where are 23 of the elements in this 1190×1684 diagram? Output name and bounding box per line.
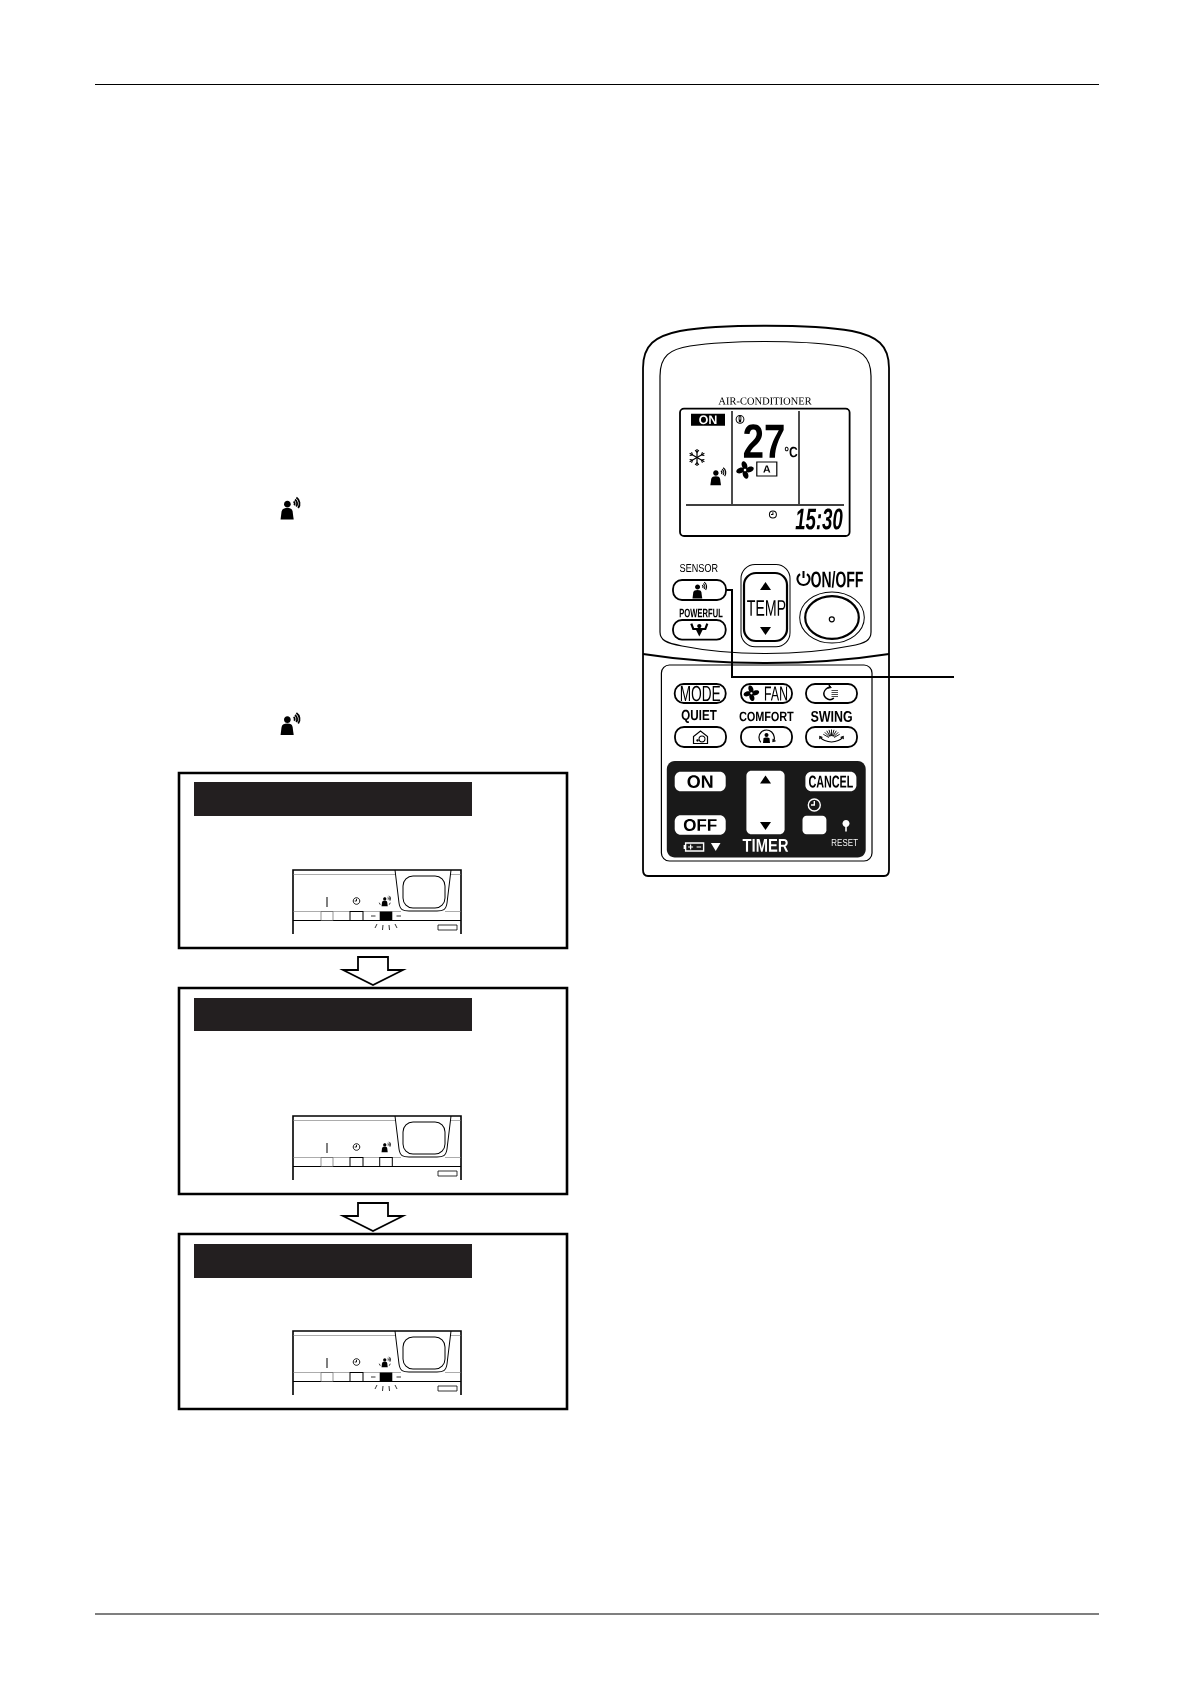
fan-mode-indicator: A [756,461,778,477]
button-caption: ON/OFF [811,570,863,588]
button-caption: COMFORT [739,711,794,722]
down-arrow [339,956,407,986]
temperature-readout: 27 [743,424,784,458]
header-bar [194,1244,472,1278]
mode-button: MODE [673,683,727,704]
button-caption: QUIET [681,709,717,723]
down-arrow [339,1202,407,1232]
time-readout: 15:30 [795,508,843,530]
button-caption: TIMER [742,838,789,852]
off-button: OFF [674,815,726,835]
button-caption: POWERFUL [679,608,723,618]
fan-button: FAN [740,683,793,704]
temp-button: TEMP [740,564,791,648]
panel-text: AIR-CONDITIONER [718,397,812,405]
button-caption: SWING [810,710,852,722]
button-caption: RESET [831,838,858,847]
leader-line [725,589,955,678]
header-bar [194,998,472,1031]
button-caption: SENSOR [679,564,718,573]
temperature-unit: °C [784,446,798,458]
header-bar [194,782,472,816]
